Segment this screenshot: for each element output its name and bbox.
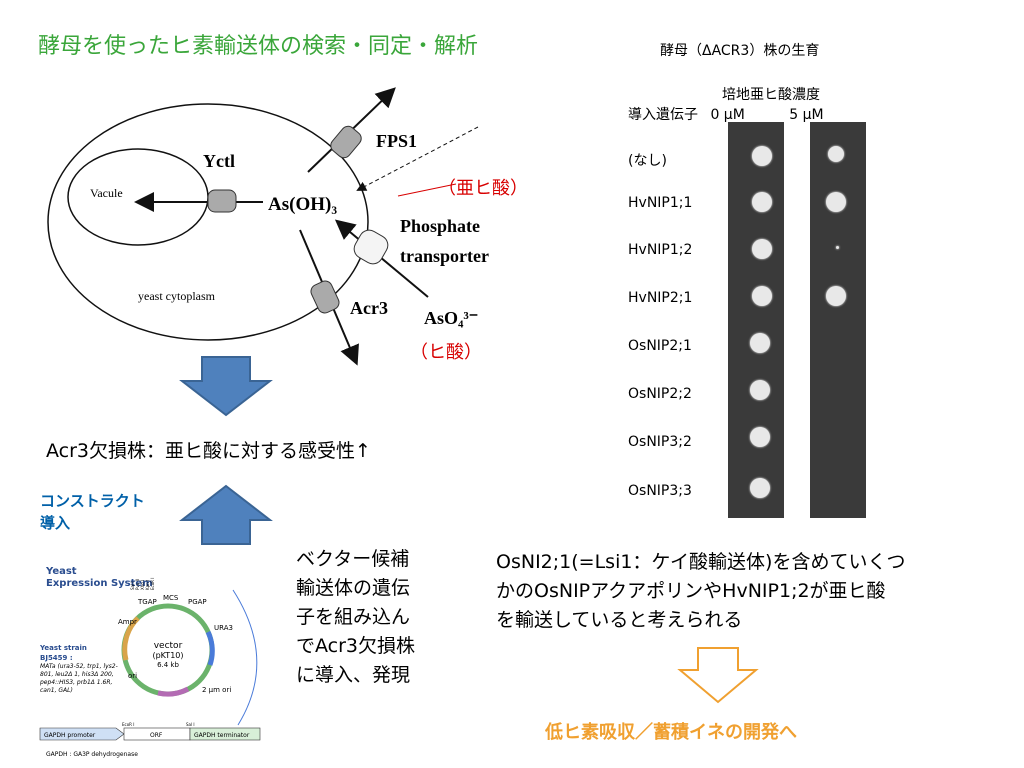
svg-text:vector: vector [154,641,183,651]
plate-header-row: 導入遺伝子 0 μM 5 μM [628,107,824,123]
arsenate-label: （ヒ酸） [410,342,482,363]
plate-row-label: HvNIP2;1 [628,290,693,306]
plate-row-label: HvNIP1;1 [628,195,693,211]
plate-header-concentration: 培地亜ヒ酸濃度 [722,87,820,103]
colony [752,192,772,212]
svg-text:Yeast strain: Yeast strain [39,644,87,652]
sensitivity-statement: Acr3欠損株：亜ヒ酸に対する感受性↑ [46,440,371,462]
growth-plate-image [728,122,868,518]
plate-row-label: OsNIP2;1 [628,338,692,354]
svg-text:Xho I: Xho I [140,580,145,590]
yeast-transport-diagram: Vacule Yctl As(OH)₃ FPS1 Phosphate trans… [47,87,528,366]
plate-row-label: HvNIP1;2 [628,242,693,258]
phosphate-arrow [334,219,429,298]
dashed-arrow [356,126,479,191]
aso4-label: AsO₄³⁻ [424,308,478,328]
svg-text:Expression System: Expression System [46,578,153,589]
svg-text:PGAP: PGAP [188,598,207,606]
vector-description: ベクター候補 輸送体の遺伝 子を組み込ん でAcr3欠損株 に導入、発現 [296,548,416,686]
svg-text:Pvu II: Pvu II [135,579,140,590]
colony [826,192,846,212]
fps1-label: FPS1 [376,131,417,151]
arsenite-pointer [397,183,457,197]
as-oh3-label: As(OH)₃ [268,194,337,215]
orange-down-arrow-icon [677,647,759,704]
vector-map-figure: Yeast Expression System Yeast strain BJ5… [38,550,276,764]
colony [752,239,772,259]
result-statement: OsNI2;1(=Lsi1：ケイ酸輸送体)を含めていくつ かのOsNIPアクアポ… [496,551,906,631]
plate-title: 酵母（ΔACR3）株の生育 [660,43,820,59]
plate-row-label: OsNIP3;2 [628,434,692,450]
colony [836,246,839,249]
arsenite-label: （亜ヒ酸） [438,178,528,199]
svg-text:GAPDH : GA3P dehydrogenase: GAPDH : GA3P dehydrogenase [46,751,138,758]
vacule-label: Vacule [90,186,123,200]
phosphate-label: Phosphate [400,216,480,236]
svg-text:EcoR I: EcoR I [150,578,155,590]
colony [750,380,770,400]
fps1-transporter [330,125,362,159]
plate-column-0um [728,122,784,518]
colony [828,146,844,162]
acr3-label: Acr3 [350,298,388,318]
yctl-transporter [207,189,237,213]
svg-text:URA3: URA3 [214,624,233,632]
svg-text:Ampr: Ampr [118,618,137,626]
slide-title: 酵母を使ったヒ素輸送体の検索・同定・解析 [38,34,479,59]
construct-label: コンストラクト 導入 [40,492,145,532]
svg-text:GAPDH promoter: GAPDH promoter [44,732,96,739]
svg-text:BJ5459 :: BJ5459 : [40,654,73,662]
svg-text:Kpn I: Kpn I [145,580,150,590]
plate-row-label: OsNIP2;2 [628,386,692,402]
svg-text:TGAP: TGAP [137,598,157,606]
svg-text:ori: ori [128,672,137,680]
yeast-cell-outline [47,103,369,341]
svg-text:MCS: MCS [163,594,179,602]
vacuole-outline [67,148,209,246]
svg-text:2 μm ori: 2 μm ori [202,686,231,694]
svg-text:ORF: ORF [150,732,163,739]
cytoplasm-label: yeast cytoplasm [138,289,216,303]
phosphate-transporter [353,229,389,265]
up-arrow-icon [179,484,273,545]
colony [750,333,770,353]
svg-text:6.4 kb: 6.4 kb [157,661,179,669]
colony [750,427,770,447]
yctl-label: Yctl [203,151,235,171]
transporter-label: transporter [400,246,489,266]
svg-text:Sal I: Sal I [186,722,195,727]
svg-text:GAPDH terminator: GAPDH terminator [194,732,250,739]
colony [750,478,770,498]
down-arrow-icon [179,356,273,417]
colony [826,286,846,306]
svg-text:Yeast: Yeast [45,566,77,577]
svg-text:EcoR I: EcoR I [122,722,134,727]
plate-row-label: (なし) [628,153,667,169]
development-goal: 低ヒ素吸収／蓄積イネの開発へ [545,722,797,743]
plate-row-label: OsNIP3;3 [628,483,692,499]
acr3-transporter [310,280,340,314]
svg-text:(pKT10): (pKT10) [152,651,183,660]
colony [752,146,772,166]
plate-column-5um [810,122,866,518]
svg-text:Sal I: Sal I [130,581,135,590]
colony [752,286,772,306]
